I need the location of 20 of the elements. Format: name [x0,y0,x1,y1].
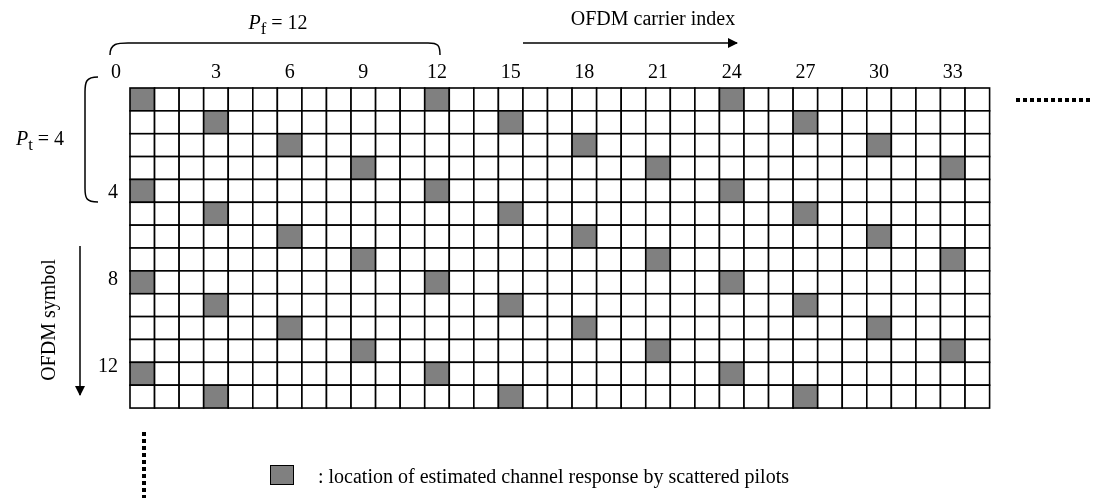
axis-title: OFDM carrier index [570,8,736,28]
column-index-label: 33 [942,61,963,81]
legend-text: : location of estimated channel response by scattered pilots [318,466,789,486]
row-index-label: 8 [108,268,118,288]
period-label: P$_{t}$ = 4 [15,128,65,154]
column-index-label: 21 [648,61,669,81]
column-index-label: 12 [427,61,447,81]
column-index-label: 24 [721,61,742,81]
axis-title: OFDM symbol [38,259,58,381]
column-index-label: 30 [869,61,890,81]
column-index-label: 0 [111,61,121,81]
column-index-label: 15 [500,61,521,81]
column-index-label: 18 [574,61,595,81]
column-index-label: 3 [210,61,221,81]
column-index-label: 6 [284,61,295,81]
column-index-label: 27 [795,61,816,81]
period-label: P$_{f}$ = 12 [248,12,308,38]
row-index-label: 12 [98,355,118,375]
row-index-label: 4 [108,181,118,201]
column-index-label: 9 [358,61,369,81]
